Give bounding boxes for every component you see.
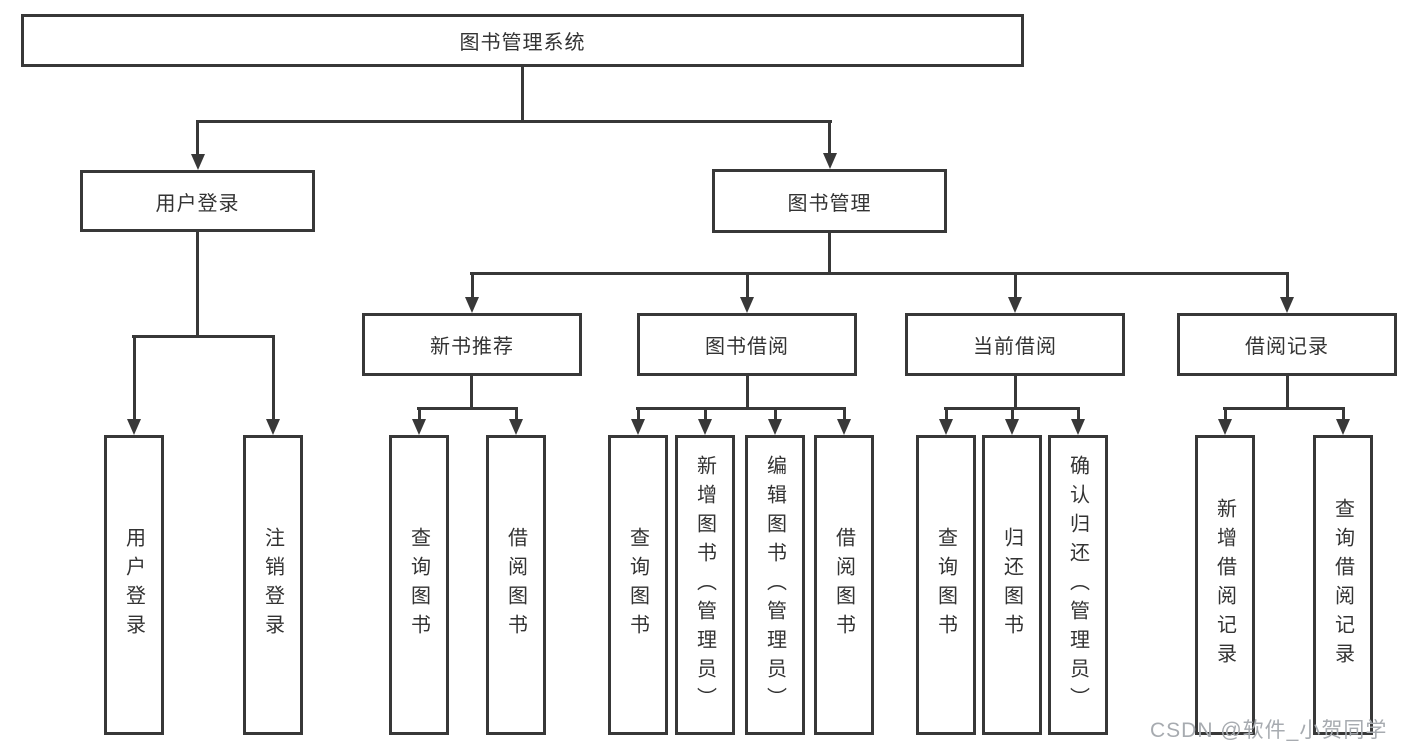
leaf-bb-add-book-admin: 新增图书（管理员） (675, 435, 735, 735)
leaf-cb-confirm-return-admin-label: 确认归还（管理员） (1066, 454, 1089, 716)
leaf-bb-edit-book-admin-label: 编辑图书（管理员） (763, 454, 786, 716)
leaf-cb-return-books-label: 归还图书 (1000, 527, 1023, 643)
arrow-br-add (1217, 407, 1233, 435)
connector-book-management-bar (470, 272, 1289, 275)
node-borrow-record-label: 借阅记录 (1245, 336, 1329, 358)
leaf-bb-borrow-books: 借阅图书 (814, 435, 874, 735)
connector-root-bar (196, 120, 832, 123)
leaf-bb-borrow-books-label: 借阅图书 (832, 527, 855, 643)
arrow-nbr-query (411, 407, 427, 435)
leaf-bb-edit-book-admin: 编辑图书（管理员） (745, 435, 805, 735)
arrow-cb-return (1004, 407, 1020, 435)
leaf-bb-query-books-label: 查询图书 (626, 527, 649, 643)
leaf-cb-return-books: 归还图书 (982, 435, 1042, 735)
node-book-borrow-label: 图书借阅 (705, 336, 789, 358)
arrow-to-leaf-user-login (126, 335, 142, 435)
leaf-nbr-query-books-label: 查询图书 (407, 527, 430, 643)
connector-user-login-stem (196, 232, 199, 335)
leaf-bb-query-books: 查询图书 (608, 435, 668, 735)
arrow-to-book-management (822, 120, 838, 169)
connector-borrow-record-bar (1223, 407, 1345, 410)
arrow-bb-query (630, 407, 646, 435)
leaf-br-query-record: 查询借阅记录 (1313, 435, 1373, 735)
arrow-br-query (1335, 407, 1351, 435)
arrow-to-new-book-recommend (464, 272, 480, 313)
node-root: 图书管理系统 (21, 14, 1024, 67)
connector-current-borrow-stem (1013, 376, 1017, 407)
node-current-borrow-label: 当前借阅 (973, 336, 1057, 358)
arrow-bb-edit (767, 407, 783, 435)
node-root-label: 图书管理系统 (459, 32, 586, 54)
arrow-to-leaf-logout (265, 335, 281, 435)
leaf-nbr-borrow-books-label: 借阅图书 (504, 527, 527, 643)
node-borrow-record: 借阅记录 (1177, 313, 1397, 376)
leaf-user-login: 用户登录 (104, 435, 164, 735)
node-book-management-label: 图书管理 (787, 192, 872, 215)
leaf-logout-login-label: 注销登录 (261, 527, 284, 643)
leaf-logout-login: 注销登录 (243, 435, 303, 735)
arrow-to-current-borrow (1007, 272, 1023, 313)
connector-new-book-recommend-stem (470, 376, 473, 407)
connector-book-management-stem (828, 233, 831, 272)
connector-new-book-recommend-bar (417, 407, 518, 410)
arrow-bb-add (697, 407, 713, 435)
csdn-watermark: CSDN @软件_小贺同学 (1150, 719, 1388, 742)
node-user-login-label: 用户登录 (155, 192, 240, 215)
connector-user-login-bar (132, 335, 275, 338)
arrow-cb-query (938, 407, 954, 435)
leaf-cb-query-books: 查询图书 (916, 435, 976, 735)
leaf-nbr-borrow-books: 借阅图书 (486, 435, 546, 735)
leaf-br-add-record: 新增借阅记录 (1195, 435, 1255, 735)
leaf-nbr-query-books: 查询图书 (389, 435, 449, 735)
arrow-to-user-login (190, 120, 206, 170)
arrow-to-borrow-record (1279, 272, 1295, 313)
leaf-cb-confirm-return-admin: 确认归还（管理员） (1048, 435, 1108, 735)
leaf-cb-query-books-label: 查询图书 (934, 527, 957, 643)
arrow-cb-confirm (1070, 407, 1086, 435)
leaf-br-query-record-label: 查询借阅记录 (1331, 498, 1354, 672)
node-current-borrow: 当前借阅 (905, 313, 1125, 376)
arrow-bb-borrow (836, 407, 852, 435)
connector-book-borrow-stem (745, 376, 749, 407)
leaf-br-add-record-label: 新增借阅记录 (1213, 498, 1236, 672)
connector-book-borrow-bar (636, 407, 846, 410)
leaf-bb-add-book-admin-label: 新增图书（管理员） (693, 454, 716, 716)
leaf-user-login-label: 用户登录 (122, 527, 145, 643)
arrow-nbr-borrow (508, 407, 524, 435)
node-book-borrow: 图书借阅 (637, 313, 857, 376)
connector-borrow-record-stem (1285, 376, 1289, 407)
node-user-login: 用户登录 (80, 170, 315, 232)
node-book-management: 图书管理 (712, 169, 947, 233)
node-new-book-recommend: 新书推荐 (362, 313, 582, 376)
node-new-book-recommend-label: 新书推荐 (430, 336, 514, 358)
arrow-to-book-borrow (739, 272, 755, 313)
connector-root-stem (521, 67, 524, 120)
